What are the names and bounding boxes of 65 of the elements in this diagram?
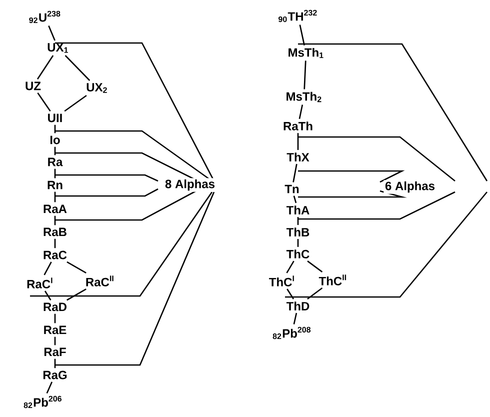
- decay-line: [293, 312, 298, 324]
- nuclide-label: ThB: [286, 228, 310, 236]
- decay-line: [54, 192, 56, 202]
- nuclide-label: Rn: [48, 180, 62, 190]
- nuclide-label: $_{92}$U$^{238}$: [29, 10, 60, 24]
- decay-line: [298, 104, 304, 120]
- nuclide-label: RaB: [44, 228, 66, 236]
- nuclide-label: RaC$^{I}$: [27, 278, 52, 288]
- nuclide-label: RaD: [44, 302, 66, 312]
- decay-line: [44, 262, 52, 276]
- decay-line: [54, 238, 56, 248]
- decay-line: [64, 55, 90, 81]
- decay-line: [297, 239, 299, 247]
- nuclide-label: RaF: [44, 348, 66, 356]
- nuclide-label: ThC$^{I}$: [269, 276, 294, 286]
- decay-line: [54, 124, 56, 134]
- nuclide-label: $_{82}$Pb$^{208}$: [272, 326, 311, 340]
- decay-line: [36, 55, 54, 80]
- nuclide-label: MsTh$_{1}$: [288, 48, 324, 58]
- nuclide-label: ThC: [286, 250, 310, 258]
- nuclide-label: Tn: [284, 184, 299, 194]
- nuclide-label: $_{90}$TH$^{232}$: [278, 10, 317, 22]
- decay-line: [48, 26, 56, 41]
- nuclide-label: ThD: [286, 302, 310, 310]
- nuclide-label: RaE: [44, 326, 66, 334]
- decay-line: [297, 133, 299, 150]
- decay-line: [64, 94, 87, 112]
- decay-line: [297, 217, 299, 225]
- nuclide-label: UII: [48, 114, 62, 122]
- decay-line: [54, 314, 56, 324]
- decay-line: [307, 287, 323, 300]
- nuclide-label: Ra: [48, 158, 63, 166]
- decay-line: [54, 336, 56, 346]
- nuclide-label: ThC$^{II}$: [318, 274, 346, 286]
- nuclide-label: ThA: [286, 206, 310, 214]
- nuclide-label: UX$_{1}$: [48, 43, 68, 53]
- decay-line: [299, 24, 305, 46]
- decay-line: [307, 260, 323, 272]
- decay-line: [66, 261, 86, 274]
- nuclide-label: ThX: [286, 152, 310, 162]
- decay-line: [54, 358, 56, 368]
- decay-line: [54, 168, 56, 178]
- nuclide-label: UZ: [26, 82, 41, 90]
- nuclide-label: RaTh: [284, 122, 312, 130]
- decay-line: [46, 382, 53, 394]
- nuclide-label: RaC$^{II}$: [86, 276, 114, 286]
- nuclide-label: $_{82}$Pb$^{206}$: [24, 396, 62, 408]
- decay-line: [286, 260, 294, 274]
- decay-line: [54, 146, 56, 156]
- nuclide-label: MsTh$_{2}$: [286, 92, 322, 102]
- nuclide-label: Io: [50, 136, 60, 144]
- nuclide-label: RaG: [43, 370, 67, 380]
- decay-line: [293, 196, 297, 204]
- decay-line: [37, 92, 51, 112]
- decay-line: [66, 288, 86, 301]
- nuclide-label: RaA: [44, 204, 67, 214]
- decay-line: [44, 290, 52, 300]
- decay-line: [54, 216, 56, 226]
- nuclide-label: UX$_{2}$: [86, 83, 107, 93]
- decay-line: [286, 288, 294, 300]
- decay-line: [304, 60, 306, 90]
- alpha-count-label: 8 Alphas: [164, 178, 216, 192]
- alpha-count-label: 6 Alphas: [384, 180, 436, 194]
- decay-line: [292, 164, 298, 182]
- nuclide-label: RaC: [44, 250, 67, 260]
